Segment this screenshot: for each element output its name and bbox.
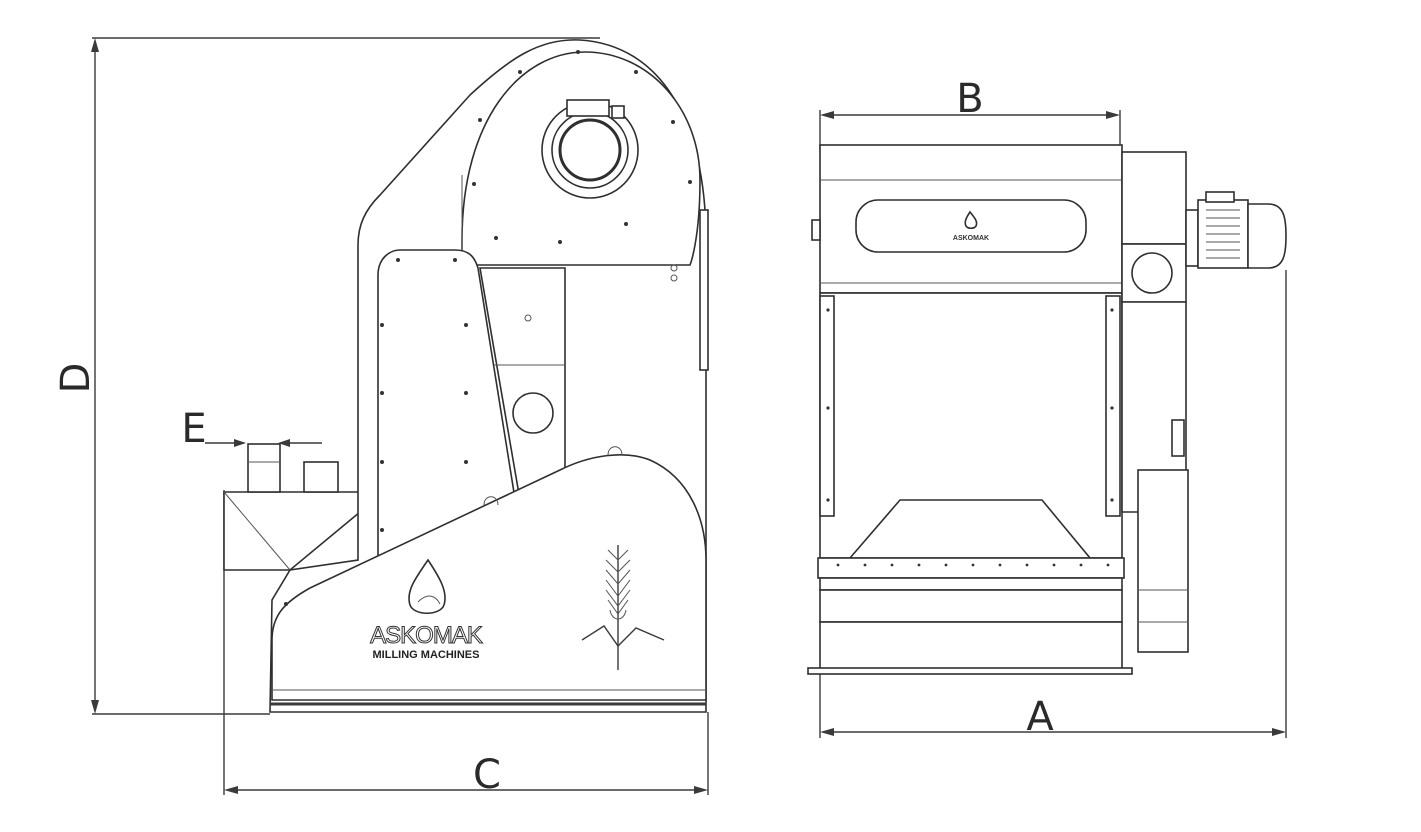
dimension-a-label: A [1026,694,1054,740]
dimension-c: C [223,490,709,798]
dimension-d: D [53,37,600,715]
brand-name: ASKOMAK [370,622,483,649]
wheat-icon [581,545,665,670]
side-motor-assembly [1121,151,1287,653]
dimension-e: E [181,406,322,452]
inlet-hopper [223,443,361,571]
front-view: B A ASKOMAK [807,76,1287,740]
front-housing: ASKOMAK [807,144,1133,675]
small-logo-text: ASKOMAK [953,235,989,242]
dimension-d-label: D [53,363,99,394]
base-bolts [836,563,1110,567]
small-logo: ASKOMAK [953,210,989,242]
askomak-logo: ASKOMAK MILLING MACHINES [370,558,484,661]
dimension-b-label: B [956,76,983,122]
dimension-e-label: E [181,406,206,452]
drum-bolts [472,50,692,282]
brand-tagline: MILLING MACHINES [373,649,480,661]
motor-icon [1185,191,1287,269]
drop-logo-icon [408,558,446,615]
machine-body [269,39,709,713]
dimension-a: A [819,270,1287,740]
side-view: D E C [53,37,709,798]
dimension-c-label: C [473,752,501,798]
dimension-b: B [819,76,1121,150]
panel-bolts [380,258,468,532]
